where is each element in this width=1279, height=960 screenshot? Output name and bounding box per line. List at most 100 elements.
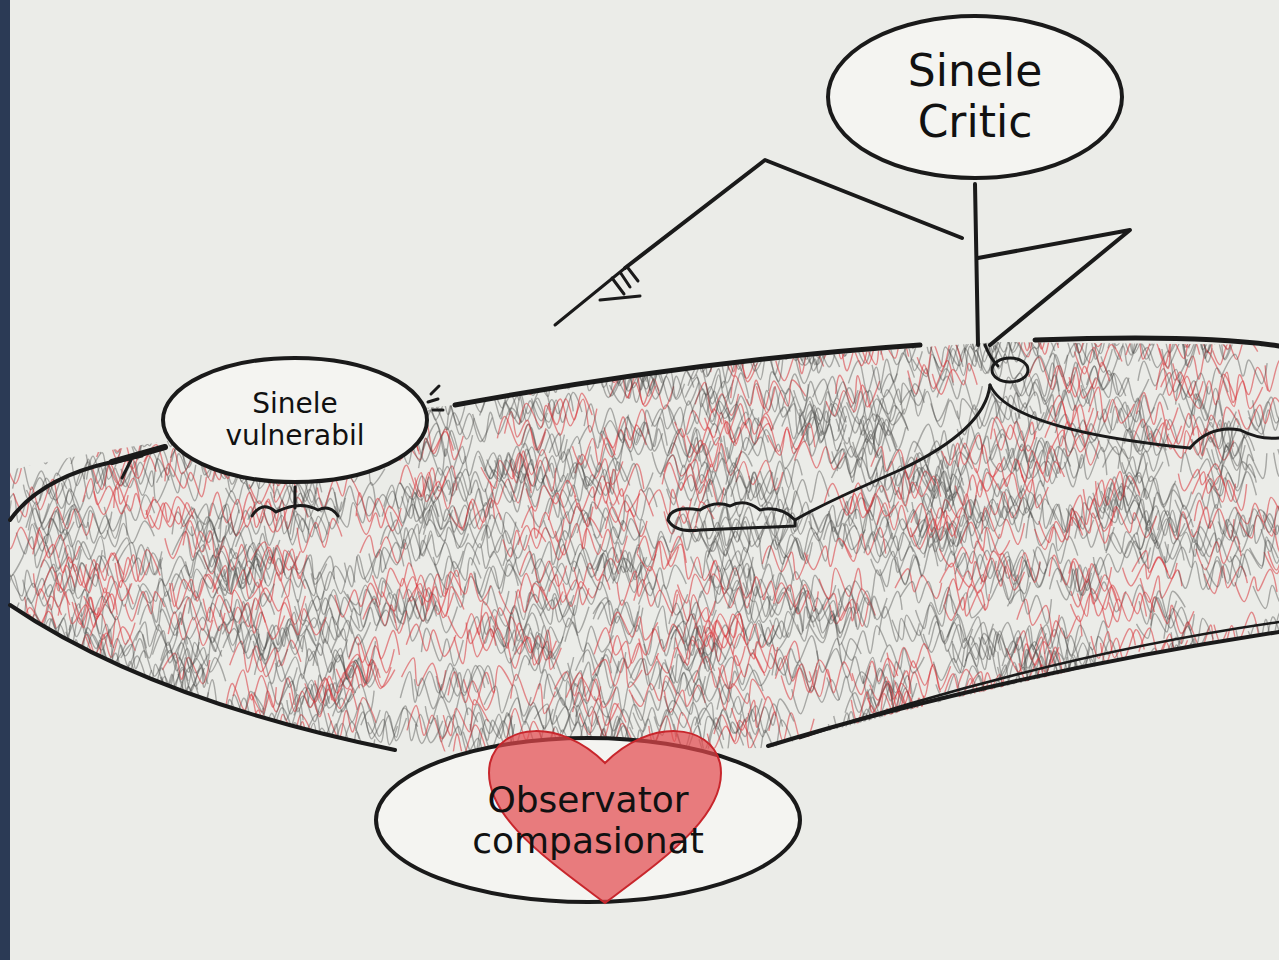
scribble-stroke xyxy=(453,446,498,478)
scribble-stroke xyxy=(51,376,98,410)
scribble-stroke xyxy=(407,330,455,362)
scribble-stroke xyxy=(639,624,684,655)
scribble-stroke xyxy=(766,502,811,536)
scribble-stroke xyxy=(106,340,147,378)
scribble-stroke xyxy=(23,573,65,603)
scribble-stroke xyxy=(493,613,539,647)
scribble-stroke xyxy=(645,314,685,345)
scribble-stroke xyxy=(916,595,959,629)
scribble-stroke xyxy=(396,318,436,351)
scribble-stroke xyxy=(911,503,960,536)
scribble-stroke xyxy=(1236,497,1279,523)
scribble-stroke xyxy=(903,322,950,363)
scribble-stroke xyxy=(702,396,749,424)
scribble-stroke xyxy=(0,398,40,434)
scribble-stroke xyxy=(323,315,366,353)
scribble-stroke xyxy=(1227,660,1273,692)
scribble-stroke xyxy=(769,372,809,401)
scribble-stroke xyxy=(1062,693,1108,730)
scribble-stroke xyxy=(1072,512,1112,544)
scribble-stroke xyxy=(688,329,730,365)
scribble-stroke xyxy=(626,318,673,356)
scribble-stroke xyxy=(203,590,245,622)
scribble-stroke xyxy=(236,713,278,744)
scribble-stroke xyxy=(464,666,513,705)
scribble-stroke xyxy=(1136,609,1184,639)
scribble-stroke xyxy=(1201,722,1247,756)
scribble-stroke xyxy=(849,422,896,457)
scribble-stroke xyxy=(129,344,172,375)
scribble-stroke xyxy=(953,629,1000,667)
scribble-stroke xyxy=(1050,568,1092,595)
scribble-stroke xyxy=(1183,727,1231,759)
scribble-stroke xyxy=(575,548,617,581)
scribble-stroke xyxy=(152,631,199,668)
scribble-stroke xyxy=(809,608,856,643)
scribble-stroke xyxy=(126,683,170,716)
scribble-stroke xyxy=(748,437,797,468)
scribble-stroke xyxy=(24,342,67,372)
scribble-stroke xyxy=(1168,661,1214,692)
scribble-stroke xyxy=(418,309,460,343)
scribble-stroke xyxy=(522,424,567,459)
scribble-stroke xyxy=(1228,701,1275,738)
scribble-stroke xyxy=(1165,673,1211,699)
scribble-stroke xyxy=(1208,462,1256,490)
scribble-stroke xyxy=(453,333,494,360)
scribble-stroke xyxy=(593,603,638,635)
scribble-stroke xyxy=(819,568,862,598)
figure-hand xyxy=(428,386,443,410)
scribble-stroke xyxy=(207,712,256,747)
scribble-stroke xyxy=(539,670,582,705)
scribble-stroke xyxy=(466,608,510,644)
scribble-stroke xyxy=(297,324,337,359)
scribble-stroke xyxy=(842,341,884,371)
scribble-stroke xyxy=(23,379,69,414)
scribble-stroke xyxy=(633,701,683,732)
scribble-stroke xyxy=(1108,327,1156,359)
scribble-stroke xyxy=(582,462,629,497)
scribble-stroke xyxy=(61,385,111,413)
scribble-stroke xyxy=(848,361,897,397)
scribble-stroke xyxy=(1100,697,1143,734)
scribble-stroke xyxy=(977,339,1026,373)
scribble-stroke xyxy=(1218,694,1264,726)
pointing-hand xyxy=(555,268,640,325)
scribble-stroke xyxy=(813,379,858,407)
scribble-stroke xyxy=(494,343,541,380)
scribble-stroke xyxy=(50,362,94,395)
scribble-stroke xyxy=(445,572,491,602)
scribble-stroke xyxy=(58,714,103,747)
scribble-stroke xyxy=(1132,585,1177,619)
scribble-stroke xyxy=(1151,310,1196,347)
scribble-stroke xyxy=(117,543,162,575)
scribble-stroke xyxy=(113,360,156,391)
scribble-stroke xyxy=(443,700,488,736)
scribble-stroke xyxy=(1238,398,1279,429)
scribble-stroke xyxy=(121,644,166,676)
scribble-stroke xyxy=(0,687,33,714)
scribble-stroke xyxy=(136,622,178,653)
scribble-stroke xyxy=(687,422,736,454)
scribble-stroke xyxy=(440,336,487,373)
scribble-stroke xyxy=(613,558,658,590)
scribble-stroke xyxy=(1278,437,1279,468)
scribble-stroke xyxy=(359,593,400,627)
scribble-stroke xyxy=(1123,557,1168,586)
scribble-stroke xyxy=(900,582,949,615)
scribble-stroke xyxy=(0,399,26,434)
scribble-stroke xyxy=(380,526,425,561)
scribble-stroke xyxy=(0,367,30,404)
scribble-stroke xyxy=(475,560,518,594)
scribble-stroke xyxy=(503,335,548,366)
hammock-rim xyxy=(1035,338,1279,346)
scribble-stroke xyxy=(775,588,823,622)
figure-leg xyxy=(990,385,1190,448)
scribble-stroke xyxy=(1035,517,1083,549)
scribble-stroke xyxy=(1256,640,1279,671)
scribble-stroke xyxy=(160,553,205,586)
node-text-holder: Sinele Critic xyxy=(825,13,1125,181)
scribble-stroke xyxy=(406,624,456,656)
scribble-stroke xyxy=(548,341,594,376)
